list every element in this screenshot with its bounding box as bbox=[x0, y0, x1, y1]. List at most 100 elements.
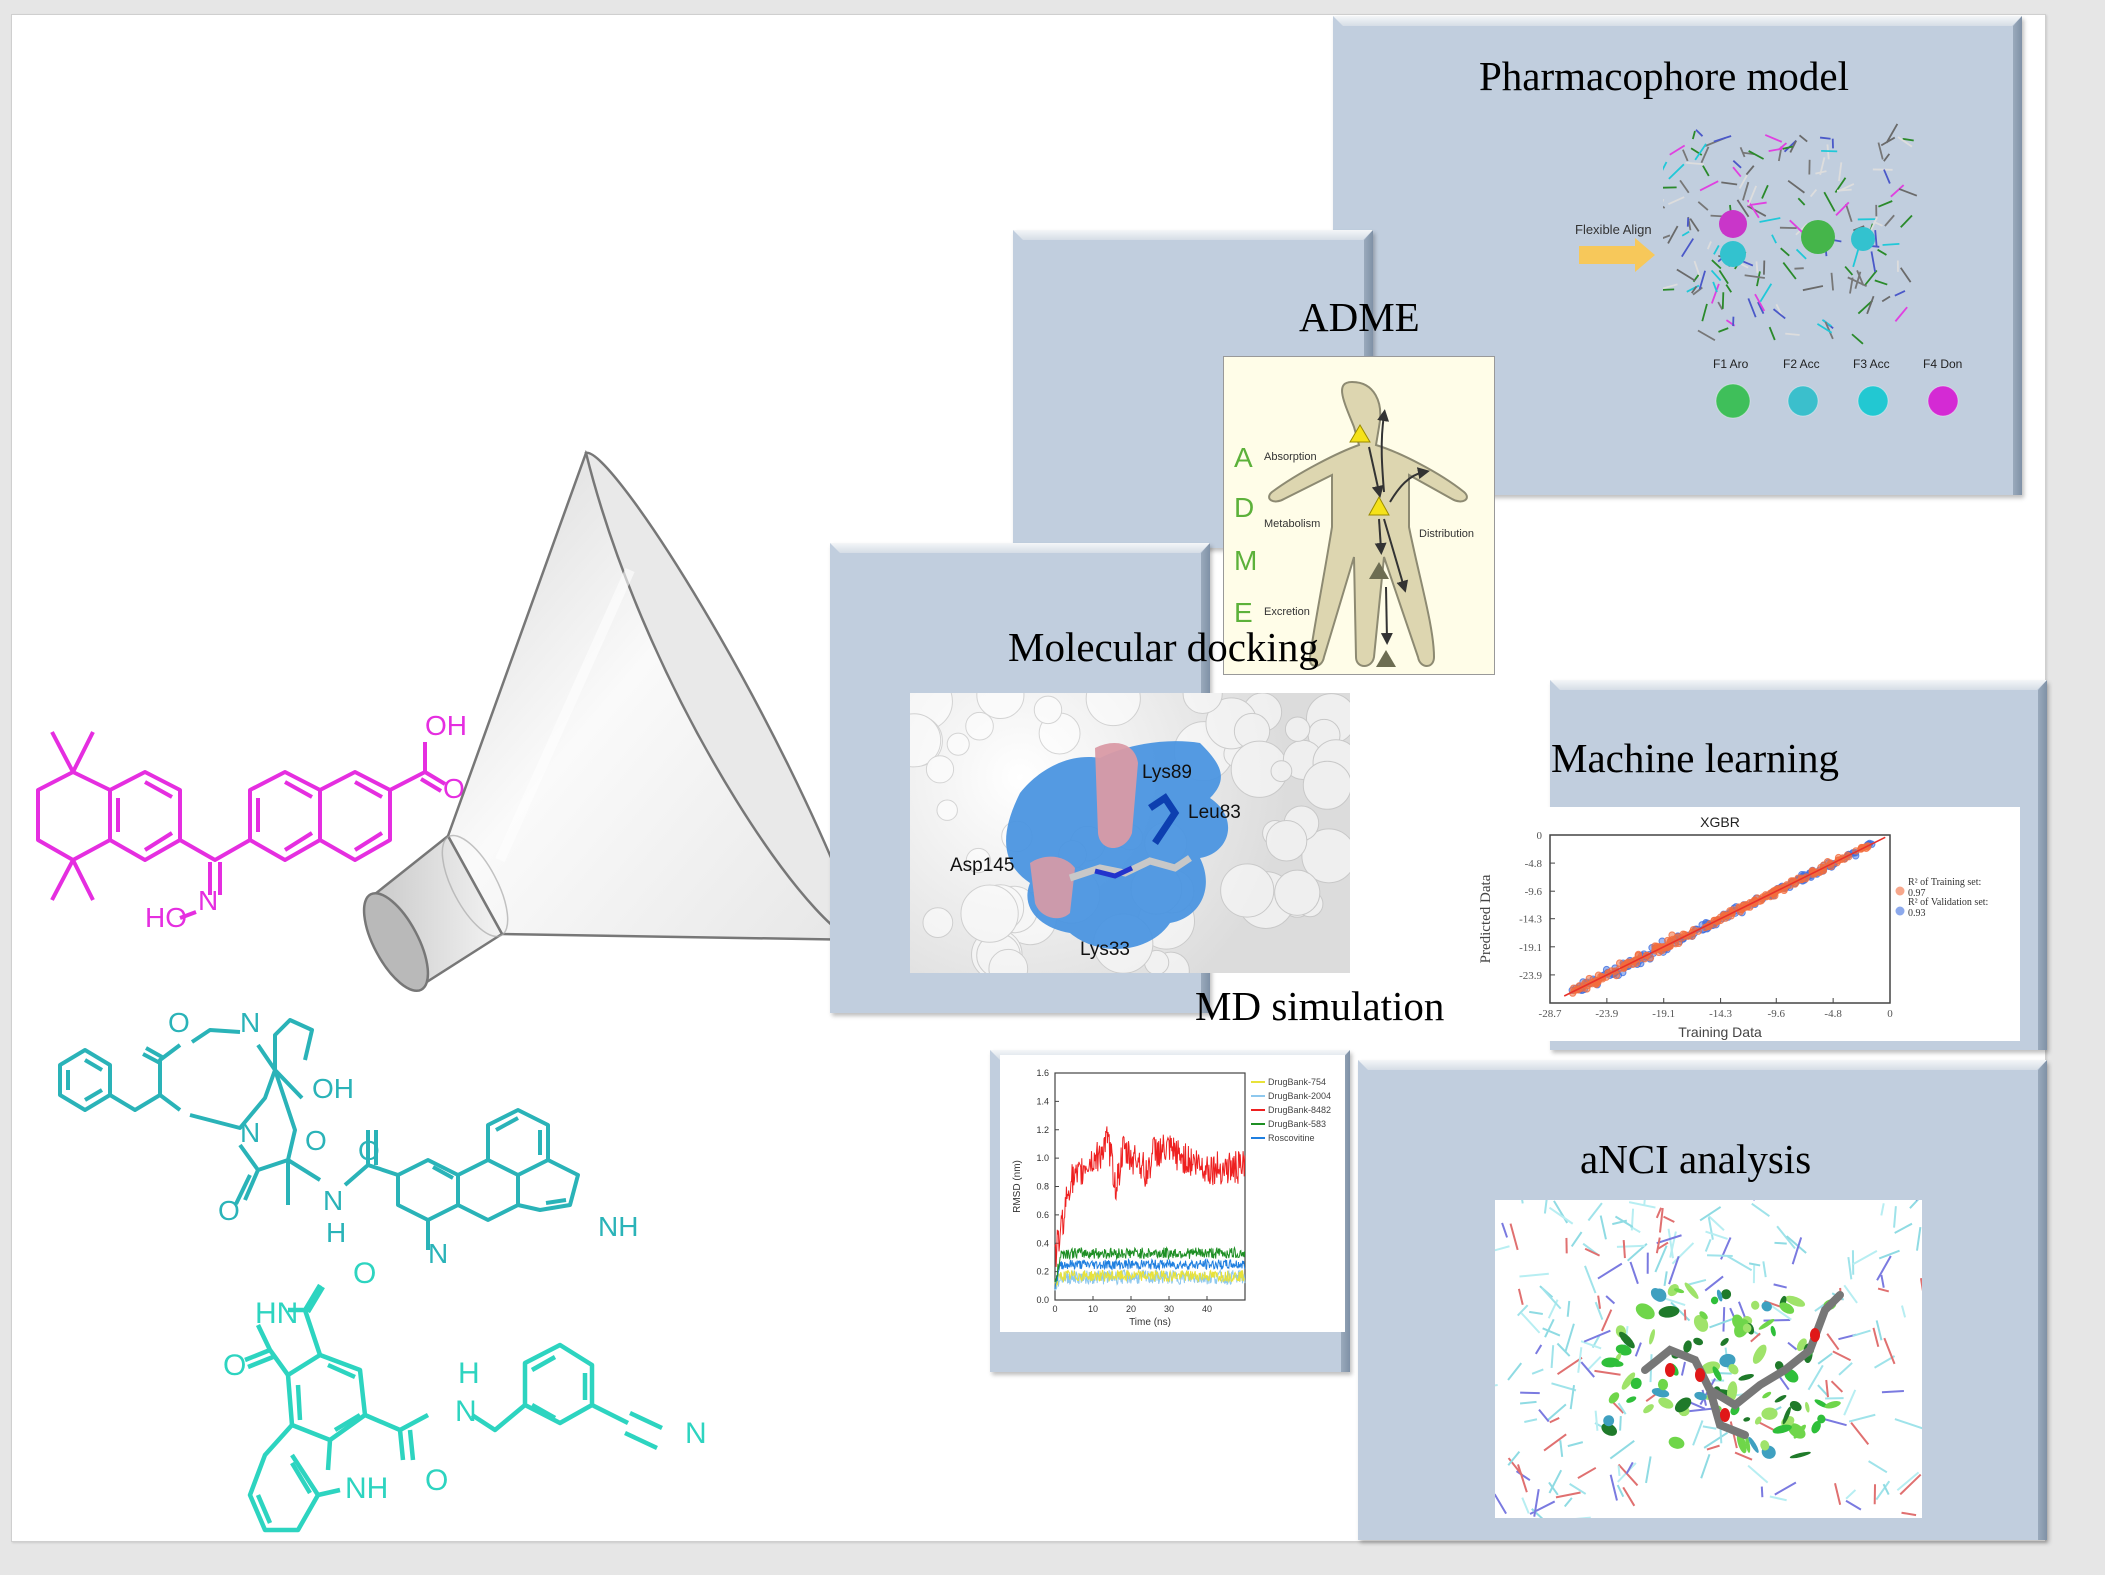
nci-isosurface bbox=[1782, 1406, 1791, 1425]
y-tick-label: 1.4 bbox=[1036, 1096, 1049, 1106]
molecule-bond bbox=[1874, 279, 1888, 286]
y-axis-label: RMSD (nm) bbox=[1012, 1160, 1023, 1213]
oxygen-atom bbox=[1695, 1368, 1705, 1382]
residue-stick bbox=[1852, 1250, 1878, 1266]
pharmacophore-alignment-graphic bbox=[1663, 123, 1918, 345]
residue-stick bbox=[1625, 1461, 1634, 1475]
residue-stick bbox=[1656, 1234, 1682, 1245]
residue-stick bbox=[1609, 1439, 1635, 1460]
bond bbox=[256, 780, 314, 852]
surface-bump bbox=[988, 948, 1029, 973]
residue-stick bbox=[1495, 1384, 1498, 1387]
residue-stick bbox=[1750, 1332, 1761, 1343]
molecule-bond bbox=[1802, 285, 1824, 292]
residue-leu83-sticks bbox=[1148, 793, 1180, 845]
residue-stick bbox=[1584, 1265, 1597, 1294]
surface-bump bbox=[1033, 695, 1063, 725]
x-axis-label: Training Data bbox=[1678, 1024, 1762, 1040]
residue-stick bbox=[1705, 1230, 1728, 1240]
surface-bump bbox=[1302, 760, 1350, 810]
atom-label-nh: NH bbox=[345, 1472, 388, 1505]
drug-triangle-icon bbox=[1349, 424, 1371, 443]
residue-stick bbox=[1845, 1499, 1862, 1511]
surface-bump bbox=[946, 732, 970, 756]
residue-stick bbox=[1597, 1262, 1623, 1280]
atom-label-n: N bbox=[240, 1117, 260, 1148]
nci-isosurface bbox=[1761, 1407, 1778, 1420]
molecule-bond bbox=[1713, 135, 1732, 143]
residue-stick bbox=[1549, 1417, 1560, 1424]
feature-label-1: F1 Aro bbox=[1713, 357, 1749, 371]
residue-stick bbox=[1658, 1207, 1664, 1233]
molecule-bond bbox=[1883, 153, 1891, 162]
residue-stick bbox=[1881, 1389, 1904, 1394]
molecule-bond bbox=[1682, 149, 1689, 162]
molecule-bond bbox=[1768, 147, 1785, 152]
bond bbox=[189, 1043, 277, 1130]
nci-isosurface bbox=[1788, 1423, 1806, 1439]
residue-stick bbox=[1619, 1416, 1622, 1431]
nci-isosurface bbox=[1657, 1378, 1669, 1391]
residue-stick bbox=[1774, 1241, 1787, 1245]
nci-isosurface bbox=[1732, 1314, 1744, 1329]
molecule-bond bbox=[1874, 230, 1878, 247]
residue-label-lys33: Lys33 bbox=[1080, 939, 1130, 960]
nci-isosurface bbox=[1619, 1331, 1635, 1349]
surface-bump bbox=[922, 907, 954, 939]
nci-isosurface bbox=[1785, 1295, 1806, 1307]
residue-stick bbox=[1668, 1255, 1680, 1285]
nci-isosurface bbox=[1658, 1306, 1680, 1318]
residue-stick bbox=[1703, 1431, 1729, 1449]
nci-isosurface bbox=[1772, 1424, 1792, 1434]
bond bbox=[255, 1461, 312, 1524]
bond bbox=[295, 1362, 362, 1432]
residue-label-lys89: Lys89 bbox=[1142, 762, 1192, 783]
adme-label-excretion: Excretion bbox=[1264, 606, 1310, 618]
residue-stick bbox=[1688, 1401, 1706, 1410]
molecule-bond bbox=[1745, 165, 1755, 176]
y-tick-label: 0.2 bbox=[1036, 1267, 1049, 1277]
molecule-bond bbox=[1742, 181, 1750, 201]
residue-stick bbox=[1622, 1240, 1626, 1259]
nci-isosurface bbox=[1738, 1373, 1754, 1381]
molecule-bond bbox=[1721, 292, 1725, 309]
surface-bump bbox=[965, 711, 994, 741]
nci-isosurface bbox=[1693, 1337, 1704, 1346]
residue-stick bbox=[1546, 1403, 1567, 1422]
docking-surface-image: Lys89 Leu83 Asp145 Lys33 bbox=[910, 693, 1350, 973]
molecule-bond bbox=[1757, 301, 1765, 314]
residue-stick bbox=[1893, 1206, 1897, 1228]
bond bbox=[273, 1018, 314, 1070]
molecule-bond bbox=[1663, 288, 1675, 291]
molecule-bond bbox=[1900, 214, 1913, 228]
molecule-bond bbox=[1881, 295, 1891, 303]
molecule-bond bbox=[1771, 234, 1777, 244]
residue-stick bbox=[1919, 1278, 1922, 1292]
molecule-3-structure: HN O O H N O NH N bbox=[223, 1257, 707, 1533]
residue-stick bbox=[1875, 1320, 1883, 1341]
residue-stick bbox=[1509, 1223, 1519, 1251]
molecule-bond bbox=[1667, 225, 1679, 244]
bond bbox=[396, 1158, 460, 1222]
data-point bbox=[1668, 931, 1676, 939]
molecule-bond bbox=[1698, 270, 1706, 290]
atom-label-o: O bbox=[358, 1135, 380, 1166]
residue-stick bbox=[1877, 1287, 1890, 1293]
molecule-bond bbox=[1777, 142, 1788, 151]
bond bbox=[545, 1198, 567, 1205]
residue-stick bbox=[1556, 1342, 1571, 1357]
nci-isosurface bbox=[1721, 1289, 1732, 1300]
molecule-bond bbox=[1697, 329, 1716, 342]
y-tick-label: 0 bbox=[1537, 830, 1543, 842]
residue-stick bbox=[1776, 1225, 1796, 1250]
residue-stick bbox=[1667, 1228, 1674, 1259]
bond bbox=[179, 838, 251, 862]
residue-stick bbox=[1583, 1329, 1611, 1343]
legend-marker bbox=[1895, 886, 1905, 896]
residue-stick bbox=[1880, 1274, 1885, 1288]
residue-stick bbox=[1847, 1256, 1853, 1280]
bond bbox=[590, 1402, 663, 1451]
